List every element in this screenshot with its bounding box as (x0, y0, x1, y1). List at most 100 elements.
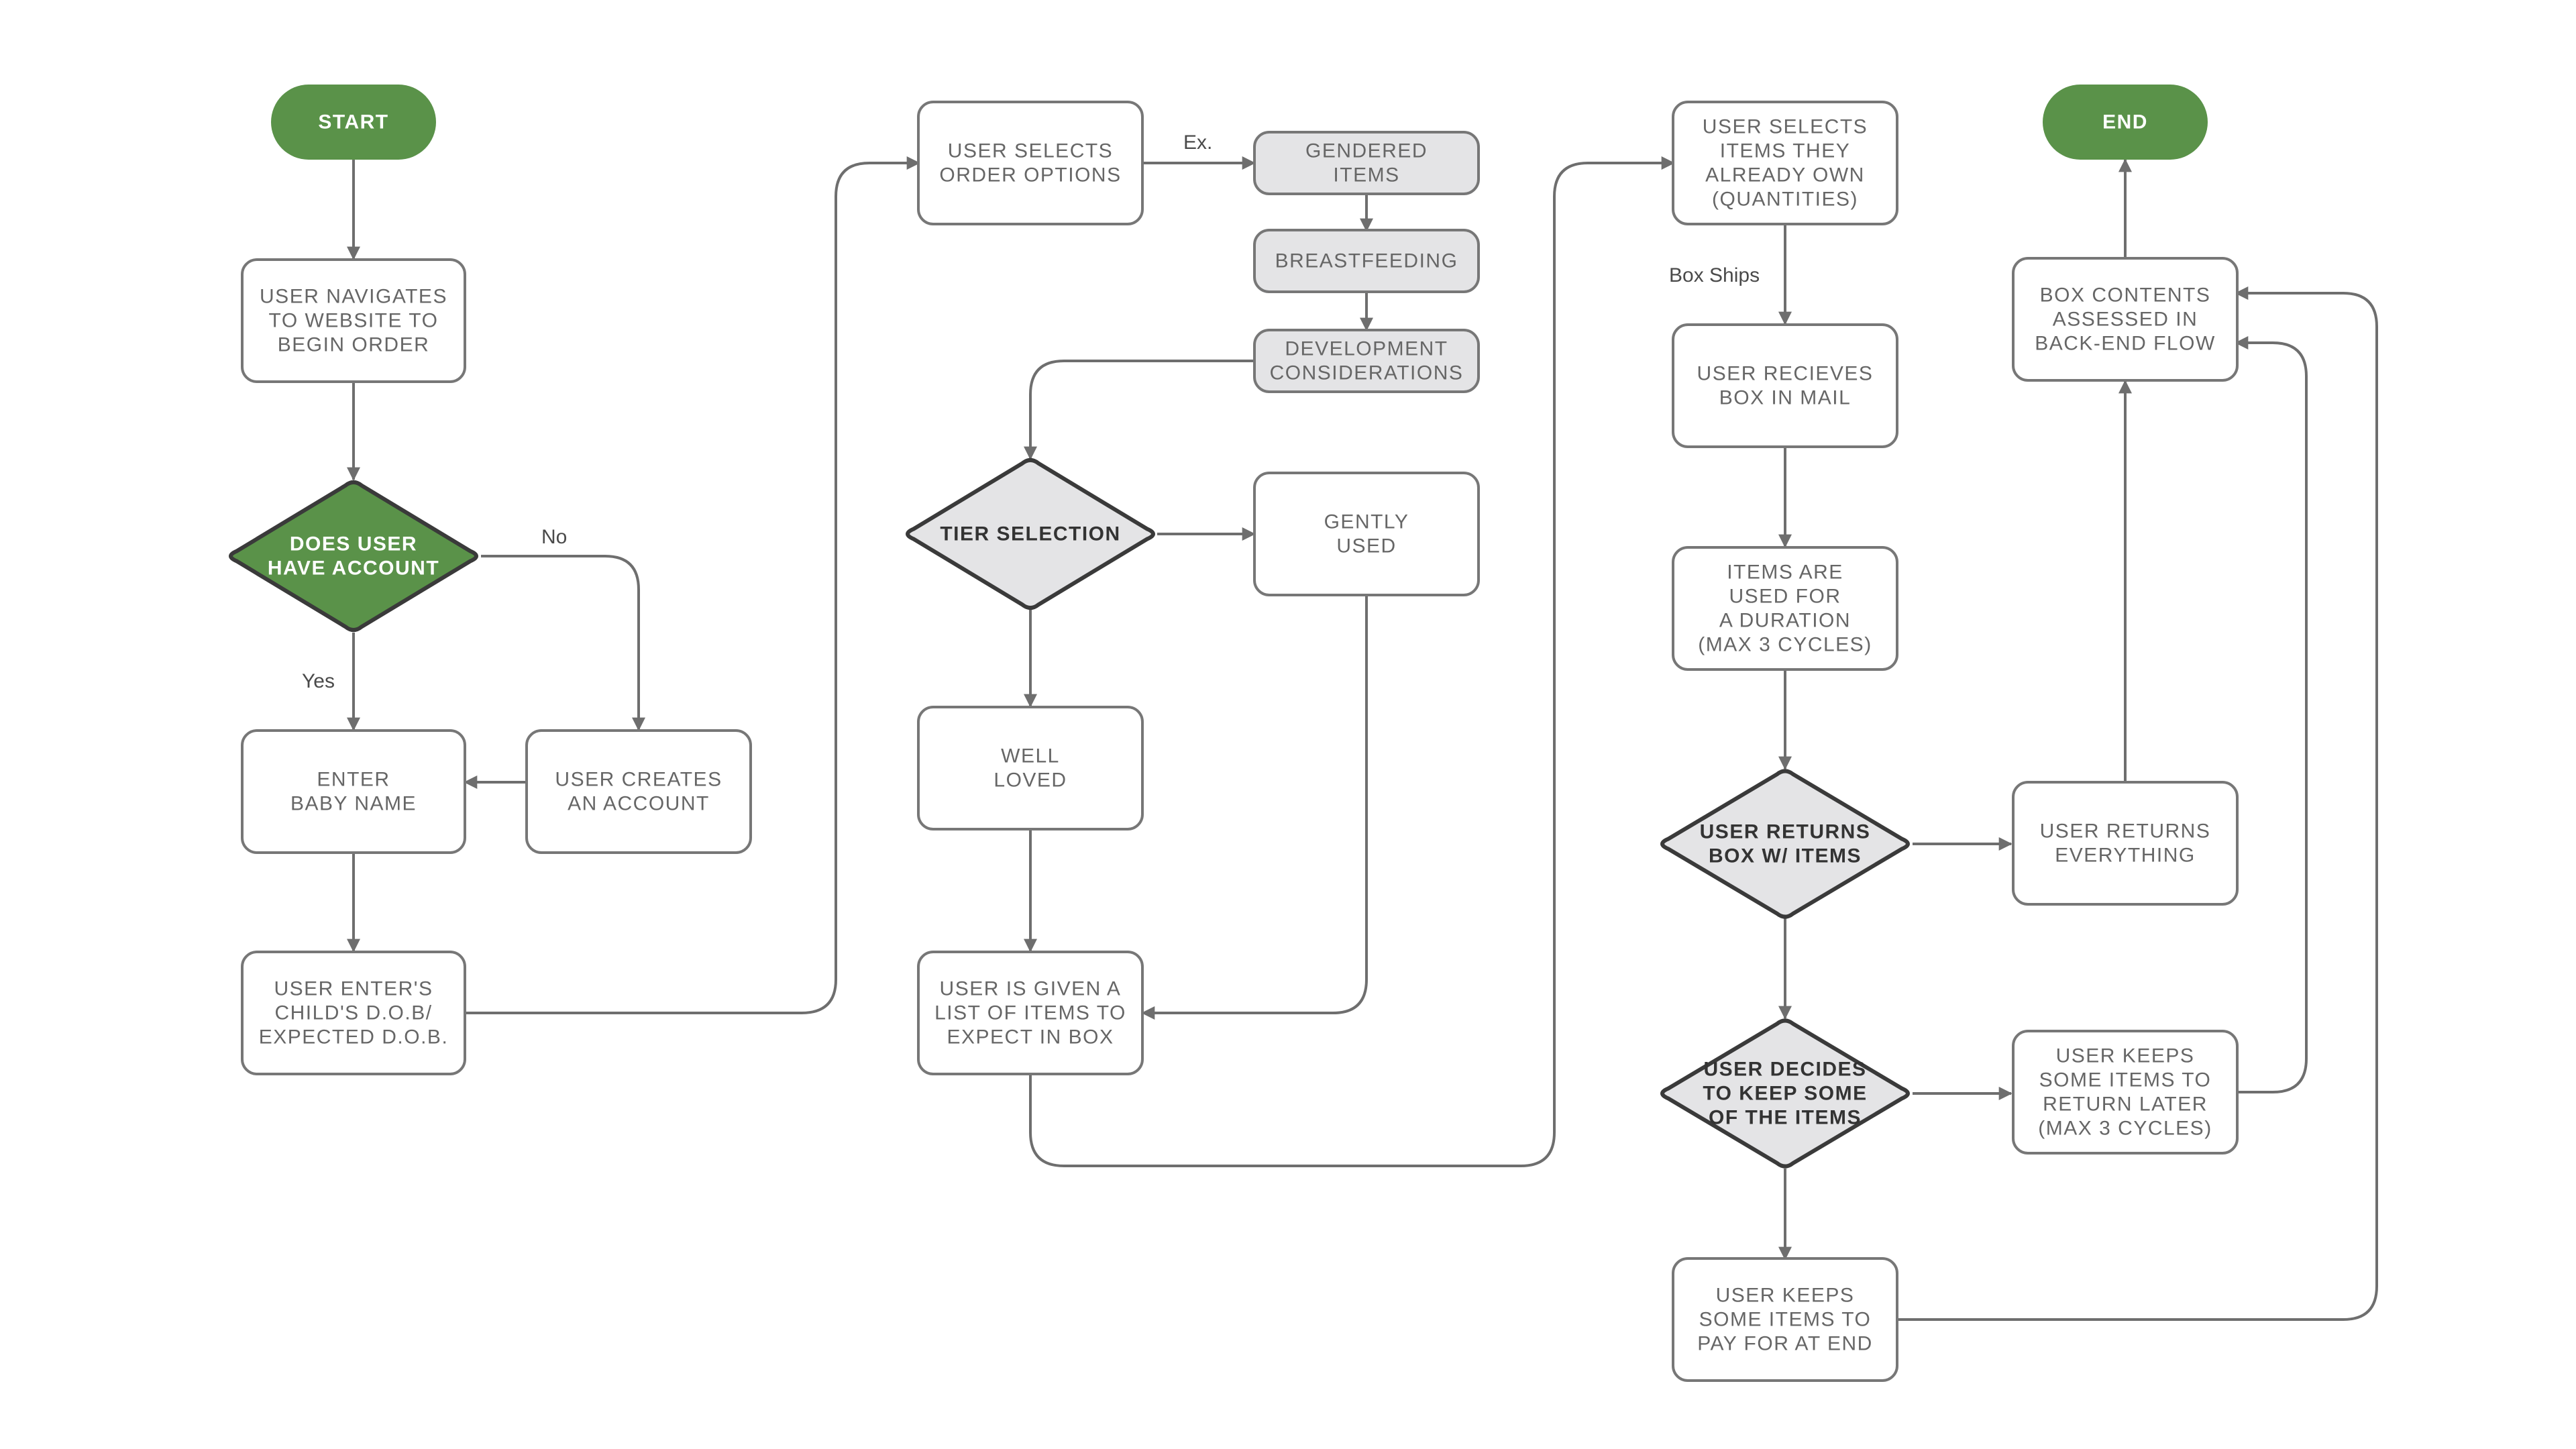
node-label-line: BOX IN MAIL (1719, 387, 1851, 409)
edge-dob-to-order-options (465, 156, 920, 1014)
node-shape (1660, 769, 1910, 919)
node-end: END (2043, 85, 2208, 160)
node-shape (2012, 257, 2239, 382)
node-label-line: USER NAVIGATES (260, 286, 447, 308)
node-label-line: USER RECIEVES (1697, 363, 1874, 385)
node-shape (1672, 101, 1898, 225)
node-shape (1253, 329, 1480, 393)
edge-labels: No Yes Ex. Box Ships (302, 131, 1760, 692)
node-shape (917, 101, 1144, 225)
node-shape (906, 458, 1155, 610)
node-label-line: OF THE ITEMS (1709, 1107, 1862, 1129)
node-label-line: ORDER OPTIONS (939, 164, 1121, 186)
node-label-line: A DURATION (1719, 610, 1851, 632)
node-label-line: PAY FOR AT END (1697, 1333, 1873, 1355)
node-shape (241, 258, 466, 383)
node-shape (229, 480, 478, 633)
node-label-line: USER CREATES (555, 769, 722, 791)
node-label-line: DEVELOPMENT (1285, 338, 1448, 360)
edge-label-box-ships: Box Ships (1669, 264, 1760, 286)
node-label-line: CONSIDERATIONS (1270, 362, 1464, 384)
node-label-line: BOX W/ ITEMS (1709, 845, 1862, 867)
node-label-line: (MAX 3 CYCLES) (2038, 1118, 2212, 1140)
node-shape (1253, 131, 1480, 195)
node-label-line: EVERYTHING (2055, 845, 2196, 867)
edge-gently-used-to-given-list (1141, 596, 1368, 1020)
node-label-line: EXPECTED D.O.B. (259, 1026, 449, 1049)
node-shape (1660, 1018, 1910, 1169)
node-label-line: WELL (1001, 745, 1060, 767)
node-label-line: (MAX 3 CYCLES) (1698, 634, 1872, 656)
node-label-line: ENTER (317, 769, 390, 791)
edge-keeps-return-later-to-contents-assessed (2235, 336, 2308, 1093)
node-shape (241, 951, 466, 1075)
node-start: START (271, 85, 436, 160)
node-shape (271, 85, 436, 160)
node-label-line: CHILD'S D.O.B/ (274, 1002, 432, 1024)
flowchart-edges (347, 156, 2378, 1321)
node-label-line: GENTLY (1324, 511, 1409, 533)
node-label-line: USED FOR (1729, 586, 1841, 608)
node-label-line: LOVED (994, 769, 1067, 792)
node-label-line: USER ENTER'S (274, 978, 433, 1000)
node-label-line: TO KEEP SOME (1703, 1083, 1867, 1105)
node-label-line: USER KEEPS (2056, 1045, 2195, 1067)
node-shape (1253, 472, 1480, 596)
node-label-line: ITEMS (1333, 164, 1399, 186)
node-shape (917, 951, 1144, 1075)
node-label-line: USER RETURNS (2040, 820, 2211, 843)
edge-development-to-tier (1024, 360, 1254, 460)
edge-keeps-pay-end-to-contents-assessed (1896, 286, 2378, 1321)
node-label-line: EXPECT IN BOX (947, 1026, 1114, 1049)
edge-label-no: No (541, 526, 567, 548)
node-label-line: DOES USER (290, 533, 417, 555)
node-label-line: ALREADY OWN (1705, 164, 1865, 186)
node-label-line: ITEMS ARE (1727, 561, 1843, 584)
node-label-line: ASSESSED IN (2053, 309, 2198, 331)
node-label-line: GENDERED (1305, 140, 1428, 162)
node-shape (1672, 546, 1898, 671)
node-label-line: USER SELECTS (948, 140, 1113, 162)
node-label-line: END (2102, 111, 2148, 133)
node-tier: TIER SELECTION (906, 458, 1155, 610)
node-label-line: USED (1336, 535, 1396, 557)
node-label-line: TIER SELECTION (940, 523, 1120, 545)
node-shape (2012, 1030, 2239, 1155)
node-shape (241, 729, 466, 854)
edge-label-yes: Yes (302, 670, 335, 692)
node-label-line: USER RETURNS (1700, 821, 1871, 843)
node-shape (1672, 1257, 1898, 1382)
node-shape (917, 706, 1144, 830)
edge-label-example: Ex. (1183, 131, 1212, 154)
node-breastfeeding: BREASTFEEDING (1253, 229, 1480, 293)
node-label-line: ITEMS THEY (1720, 140, 1850, 162)
node-label-line: START (318, 111, 388, 133)
node-shape (2012, 781, 2239, 906)
node-shape (1672, 323, 1898, 448)
node-label-line: TO WEBSITE TO (269, 310, 439, 332)
node-label-line: BEGIN ORDER (278, 334, 430, 356)
node-label-line: RETURN LATER (2043, 1093, 2208, 1116)
node-label-line: USER IS GIVEN A (940, 978, 1122, 1000)
node-label-line: USER DECIDES (1703, 1059, 1866, 1081)
node-label-line: BACK-END FLOW (2035, 333, 2216, 355)
node-label-line: (QUANTITIES) (1712, 189, 1858, 211)
node-label-line: SOME ITEMS TO (1699, 1309, 1872, 1331)
node-label-line: HAVE ACCOUNT (268, 557, 439, 580)
